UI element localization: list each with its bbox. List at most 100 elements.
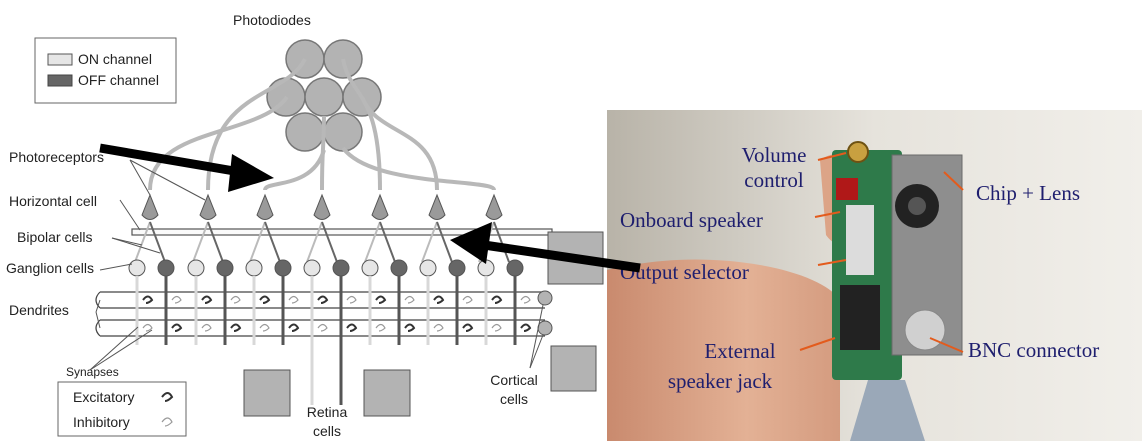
on-channel-swatch xyxy=(47,53,73,66)
retina-cells xyxy=(128,193,524,405)
onboard-speaker-label: Onboard speaker xyxy=(620,208,763,232)
dendrite-tubes xyxy=(95,291,545,337)
inhibitory-synapse-11-2 xyxy=(433,323,444,332)
synapse-legend xyxy=(57,381,187,437)
inhibitory-synapse-6-1 xyxy=(288,295,299,304)
photodiode-4 xyxy=(304,77,344,117)
photodiode-wire-1 xyxy=(148,95,289,191)
on-ganglion-9 xyxy=(361,259,379,277)
off-ganglion-8 xyxy=(332,259,350,277)
retina-cell-block-right xyxy=(363,369,411,417)
inhibitory-synapse-8-1 xyxy=(346,295,357,304)
excitatory-synapse-4-2 xyxy=(230,323,242,332)
chip-lens-label: Chip + Lens xyxy=(976,181,1080,205)
excitatory-synapse-3-1 xyxy=(201,295,213,304)
on-ganglion-7 xyxy=(303,259,321,277)
on-ganglion-5 xyxy=(245,259,263,277)
cortical-node-2 xyxy=(537,320,553,336)
selector-switch xyxy=(846,205,874,275)
off-channel-swatch xyxy=(47,74,73,87)
photodiode-7 xyxy=(323,112,363,152)
photodiode-wire-4 xyxy=(320,115,326,191)
on-bipolar-link-1 xyxy=(134,221,151,263)
excitatory-synapse-1-1 xyxy=(142,295,154,304)
synapse-marks xyxy=(142,295,532,332)
off-ganglion-10 xyxy=(390,259,408,277)
excitatory-synapse-10-2 xyxy=(404,323,416,332)
excitatory-synapse-14-2 xyxy=(520,323,532,332)
volume-label-2: control xyxy=(744,168,804,192)
excitatory-synapse-13-1 xyxy=(491,295,503,304)
label-leader-lines xyxy=(89,159,206,371)
on-bipolar-link-5 xyxy=(364,221,381,263)
inhibitory-synapse-2-1 xyxy=(171,295,182,304)
photoreceptor-5 xyxy=(371,193,389,220)
on-ganglion-11 xyxy=(419,259,437,277)
photodiode-wires xyxy=(148,58,496,192)
bnc-connector xyxy=(904,309,946,351)
big-arrows xyxy=(99,143,641,273)
photoreceptor-6 xyxy=(428,193,446,220)
output-selector-label: Output selector xyxy=(620,260,749,284)
channel-legend xyxy=(34,37,177,104)
excitatory-synapse-6-2 xyxy=(288,323,300,332)
inhibitory-icon xyxy=(161,417,173,427)
bipolar-cells-label: Bipolar cells xyxy=(17,229,92,245)
off-ganglion-6 xyxy=(274,259,292,277)
photoreceptor-2 xyxy=(199,193,217,220)
excitatory-synapse-9-1 xyxy=(375,295,387,304)
inhibitory-synapse-13-2 xyxy=(491,323,502,332)
on-channel-label: ON channel xyxy=(78,51,152,67)
arrow-photoreceptor-shaft xyxy=(99,143,241,177)
volume-knob xyxy=(847,141,869,163)
inhibitory-label: Inhibitory xyxy=(73,414,130,430)
on-bipolar-link-2 xyxy=(192,221,209,263)
photodiode-wire-6 xyxy=(360,96,439,191)
horizontal-cell-label: Horizontal cell xyxy=(9,193,97,209)
retina-diagram: Photodiodes ON channel OFF channel Photo… xyxy=(6,12,641,439)
external-label-2: speaker jack xyxy=(668,369,773,393)
hand-shape xyxy=(607,259,840,441)
inhibitory-synapse-1-2 xyxy=(142,323,153,332)
on-ganglion-3 xyxy=(187,259,205,277)
photoreceptor-7 xyxy=(485,193,503,220)
synapses-label: Synapses xyxy=(66,365,119,379)
off-ganglion-12 xyxy=(448,259,466,277)
onboard-speaker xyxy=(836,178,858,200)
excitatory-synapse-5-1 xyxy=(259,295,271,304)
photoreceptors-label: Photoreceptors xyxy=(9,149,104,165)
excitatory-label: Excitatory xyxy=(73,389,134,405)
arrow-chip-shaft xyxy=(483,240,641,273)
arrow-photoreceptor-head xyxy=(228,154,274,192)
photodiode-wire-2 xyxy=(206,58,307,191)
photo-pointers xyxy=(799,152,964,353)
on-bipolar-link-4 xyxy=(306,221,323,263)
off-bipolar-link-4 xyxy=(321,221,338,263)
off-bipolar-link-2 xyxy=(207,221,224,263)
on-bipolar-link-3 xyxy=(249,221,266,263)
photodiode-wire-7 xyxy=(341,146,496,192)
cortical-node-1 xyxy=(537,290,553,306)
excitatory-icon xyxy=(161,392,174,402)
photoreceptor-1 xyxy=(141,193,159,220)
inhibitory-synapse-4-1 xyxy=(230,295,241,304)
on-ganglion-1 xyxy=(128,259,146,277)
inhibitory-synapse-12-1 xyxy=(462,295,473,304)
external-label-1: External xyxy=(704,339,775,363)
cortical-block-bottom xyxy=(550,345,597,392)
bnc-label: BNC connector xyxy=(968,338,1099,362)
cortical-label-1: Cortical xyxy=(490,372,537,388)
photodiode-wire-3 xyxy=(263,149,326,191)
photoreceptor-4 xyxy=(313,193,331,220)
off-bipolar-link-1 xyxy=(149,221,166,263)
excitatory-synapse-7-1 xyxy=(317,295,329,304)
cortical-label-2: cells xyxy=(500,391,528,407)
photodiode-6 xyxy=(285,112,325,152)
inhibitory-synapse-10-1 xyxy=(404,295,415,304)
excitatory-synapse-11-1 xyxy=(433,295,445,304)
photoreceptor-3 xyxy=(256,193,274,220)
retina-cell-block-left xyxy=(243,369,291,417)
inhibitory-synapse-9-2 xyxy=(375,323,386,332)
excitatory-synapse-8-2 xyxy=(346,323,358,332)
